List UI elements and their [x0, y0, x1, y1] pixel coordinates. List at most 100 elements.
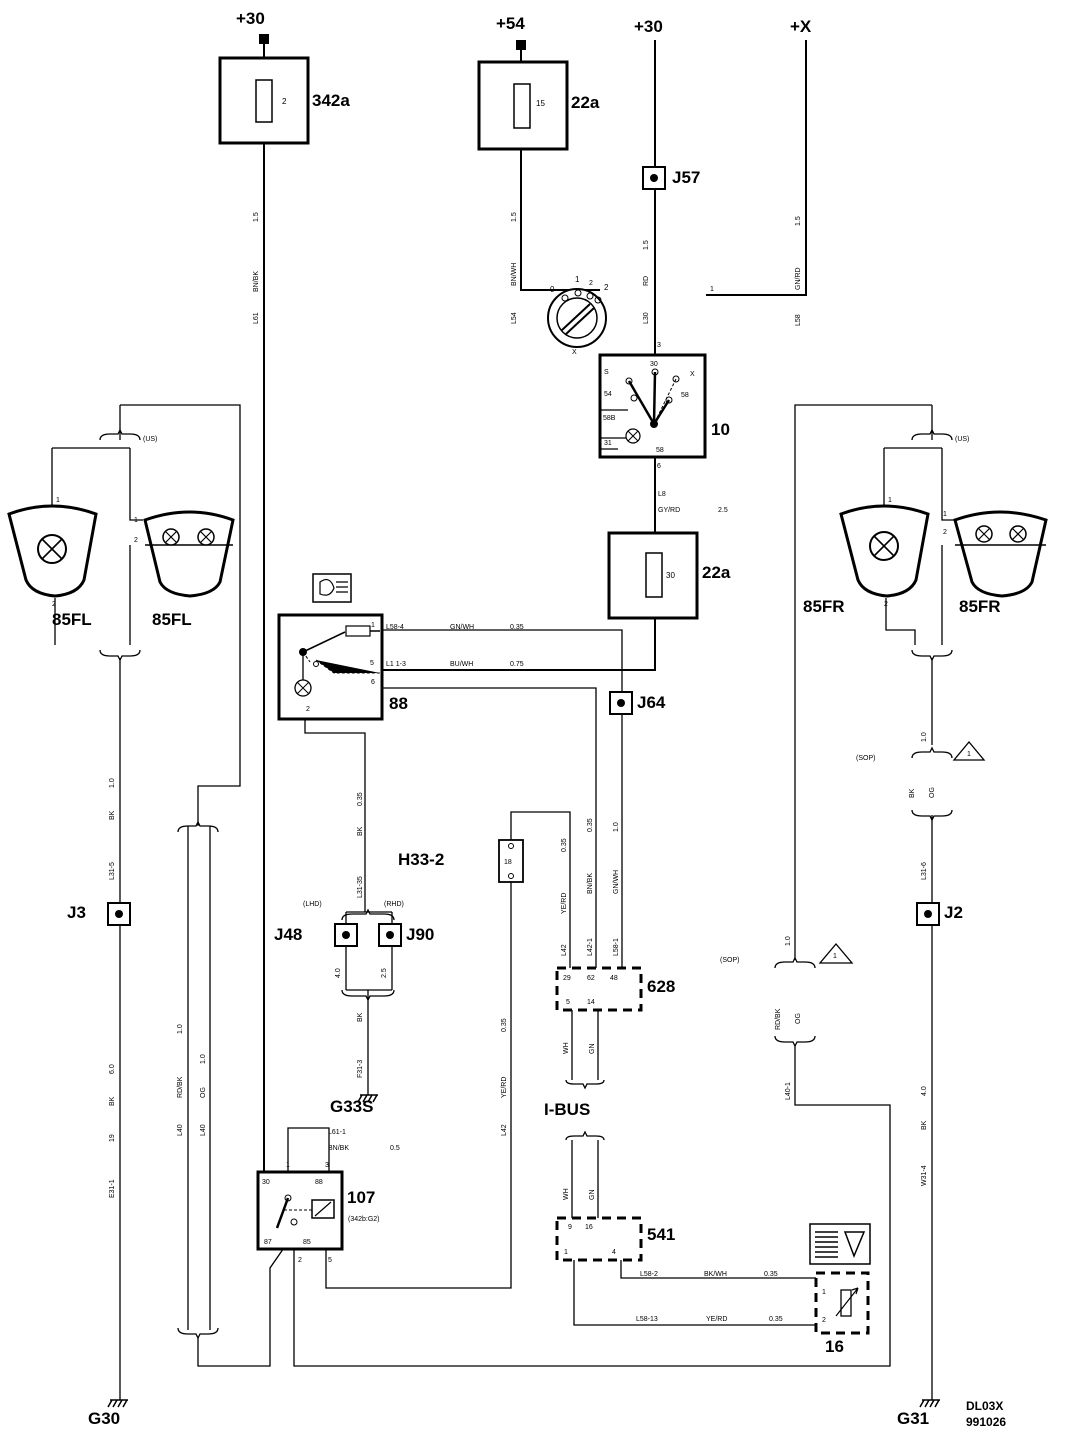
label-plus30-left: +30 — [236, 9, 265, 28]
wire-l61-1-color: BN/BK — [328, 1145, 349, 1152]
relay-107-note: (342b:G2) — [348, 1216, 380, 1223]
relay-107-label: 107 — [347, 1188, 375, 1207]
knob-pos-2: 2 — [604, 283, 609, 292]
wire-l8-color: GY/RD — [658, 507, 680, 514]
joint-j90: J90 — [378, 923, 434, 947]
85fl-aux-pin-2: 2 — [134, 537, 138, 544]
wire-l8-size: 2.5 — [718, 507, 728, 514]
wire-g33-color: BK — [357, 1012, 364, 1022]
wire-l58-1-code: L58-1 — [613, 938, 620, 956]
footer-code: DL03X — [966, 1399, 1003, 1413]
wires — [51, 40, 955, 1400]
fuse-22a-mid-number: 30 — [666, 571, 675, 580]
bracket-sop-right-top — [911, 746, 953, 759]
relay-88-pin-5: 5 — [370, 660, 374, 667]
joint-j2-label: J2 — [944, 903, 963, 922]
bracket-h33-bottom — [341, 989, 395, 1002]
bracket-sop-right-bottom — [911, 809, 953, 822]
wire-l61-color: BN/BK — [253, 271, 260, 292]
85fr-main-label: 85FR — [803, 597, 845, 616]
fuse-22a-mid: 30 22a — [607, 531, 731, 620]
541-pin-9: 9 — [568, 1224, 572, 1231]
85fr-main-pin-2: 2 — [884, 601, 888, 608]
supply-terminals: +30 +54 +30 +X — [236, 9, 812, 50]
ibus-label: I-BUS — [544, 1100, 590, 1119]
bracket-right-bottom — [911, 649, 953, 662]
wire-right-color2: BK — [921, 1120, 928, 1130]
fuse-element-icon — [513, 83, 531, 129]
fuse-22a-mid-label: 22a — [702, 563, 731, 582]
component-16-pin-2: 2 — [822, 1317, 826, 1324]
ibus-wire-wh-top: WH — [563, 1042, 570, 1054]
warning-mid-number: 1 — [833, 953, 837, 960]
rhd-label: (RHD) — [384, 901, 404, 908]
h33-label: H33-2 — [398, 850, 444, 869]
wire-l58 — [706, 40, 807, 296]
wire-l61-1-code: L61-1 — [328, 1129, 346, 1136]
628-pin-48: 48 — [610, 975, 618, 982]
component-18: 18 — [498, 839, 524, 883]
wire-right-code: L31-6 — [921, 862, 928, 880]
connector-628: 29 62 48 5 14 628 — [555, 966, 675, 1012]
wire-right-us — [883, 447, 955, 521]
wire-l40-1 — [293, 404, 932, 1367]
joint-j90-label: J90 — [406, 925, 434, 944]
wire-rmid-color-b: OG — [795, 1013, 802, 1024]
switch-knob-icon: 0 1 2 X — [547, 275, 609, 356]
joint-j57-label: J57 — [672, 168, 700, 187]
wire-l58-1-size: 1.0 — [613, 822, 620, 832]
85fl-main-label: 85FL — [52, 610, 92, 629]
warning-triangle-mid: 1 — [818, 942, 854, 964]
fuse-element-icon — [255, 79, 273, 123]
light-switch-10: 0 1 2 X S 30 X 54 58 58B 31 58 3 2 1 6 1… — [547, 275, 730, 470]
ground-g30: G30 — [88, 1399, 128, 1428]
85fl-main-pin-2: 2 — [52, 601, 56, 608]
wire-rmid-size: 1.0 — [785, 936, 792, 946]
wire-l58-4-size: 0.35 — [510, 624, 524, 631]
wire-l42b-size: 0.35 — [501, 1018, 508, 1032]
wire-l40-to-107 — [197, 1241, 289, 1367]
ibus-wire-gn-top: GN — [589, 1044, 596, 1055]
wire-left-color2: BK — [109, 1096, 116, 1106]
wire-l58-13 — [573, 1258, 822, 1326]
wire-l40-code1: L40 — [177, 1124, 184, 1136]
wire-rmid-code: L40-1 — [785, 1082, 792, 1100]
headlamp-symbol-icon — [312, 573, 352, 603]
wire-l30-code: L30 — [643, 312, 650, 324]
541-pin-1: 1 — [564, 1249, 568, 1256]
wire-l30-size: 1.5 — [643, 240, 650, 250]
relay-107-pin-1: 1 — [286, 1162, 290, 1169]
bracket-h33-top — [341, 908, 395, 921]
bracket-right-us — [911, 428, 953, 441]
headlight-85fr-main: 1 2 85FR — [803, 497, 930, 616]
wire-l58-1-color: GN/WH — [613, 870, 620, 894]
knob-pos-1: 1 — [575, 275, 580, 284]
headlight-85fl-aux: 1 2 85FL — [134, 510, 235, 629]
switch-pin-x: X — [690, 371, 695, 378]
ibus-wire-wh-bottom: WH — [563, 1188, 570, 1200]
wire-left-size: 1.0 — [109, 778, 116, 788]
85fl-main-pin-1: 1 — [56, 497, 60, 504]
component-16-label: 16 — [825, 1337, 844, 1356]
relay-88-pin-1: 1 — [371, 622, 375, 629]
wire-l58-4 — [380, 629, 623, 970]
wire-l40-color1: RD/BK — [177, 1076, 184, 1098]
wire-left-size2: 6.0 — [109, 1064, 116, 1074]
wire-left-code2: E31-1 — [109, 1179, 116, 1198]
85fr-aux-pin-1: 1 — [943, 511, 947, 518]
wire-left-bottom — [54, 545, 131, 645]
relay-107-pin-3: 3 — [325, 1162, 329, 1169]
switch-pin-6: 6 — [657, 463, 661, 470]
joint-j64: J64 — [609, 691, 666, 715]
wire-l42-1-code: L42-1 — [587, 938, 594, 956]
wire-l40-size1: 1.0 — [177, 1024, 184, 1034]
relay-107: 1 3 30 88 87 85 2 5 107 (342b:G2) — [256, 1162, 380, 1264]
628-pin-5: 5 — [566, 999, 570, 1006]
wire-left-color: BK — [109, 810, 116, 820]
switch-pin-30: 30 — [650, 361, 658, 368]
fuse-342a-label: 342a — [312, 91, 350, 110]
wire-l42a-color: YE/RD — [561, 893, 568, 914]
relay-107-pin-5: 5 — [328, 1257, 332, 1264]
wire-rmid-color-a: RD/BK — [775, 1008, 782, 1030]
541-pin-4: 4 — [612, 1249, 616, 1256]
